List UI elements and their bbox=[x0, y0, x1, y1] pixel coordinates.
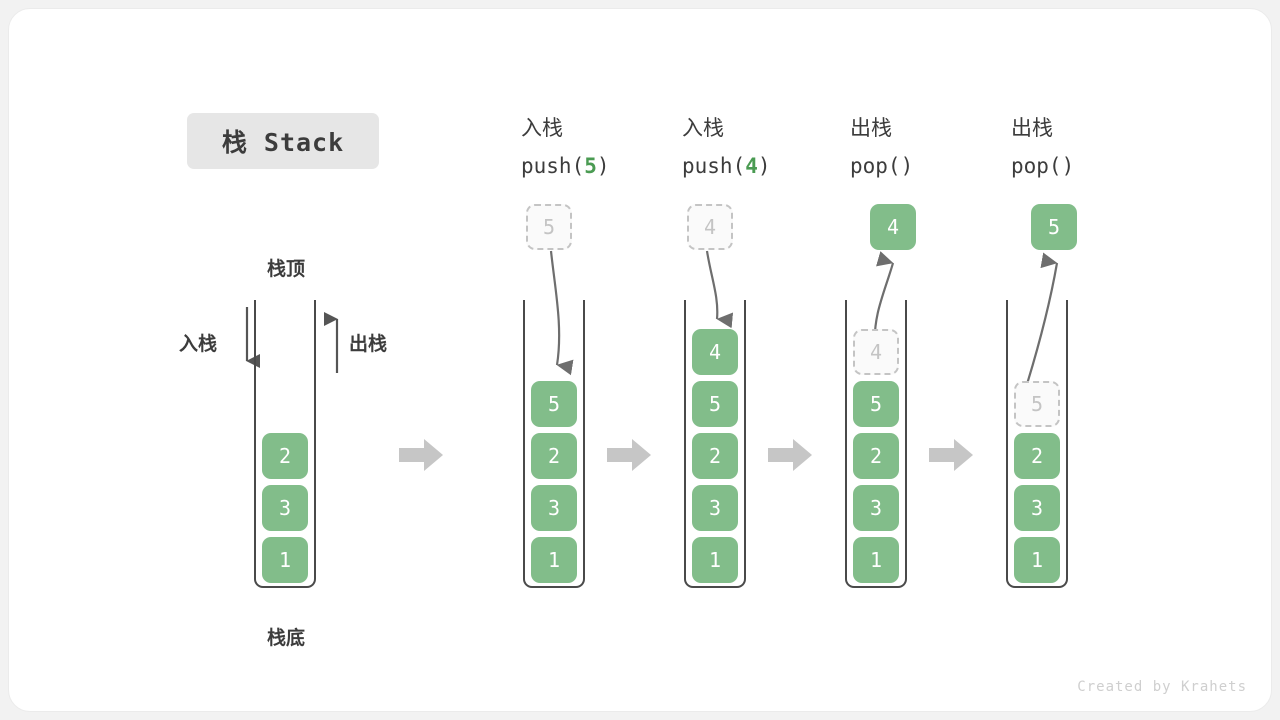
op-code-suffix: ) bbox=[1061, 154, 1075, 178]
popped-ghost-cell: 4 bbox=[853, 329, 899, 375]
stack-frame-pop-1 bbox=[845, 300, 907, 588]
push-legend-label: 入栈 bbox=[179, 333, 218, 355]
op-cn-text: 入栈 bbox=[521, 116, 563, 140]
flow-arrow-icon bbox=[607, 439, 651, 471]
stack-cell: 5 bbox=[692, 381, 738, 427]
stack-cell: 2 bbox=[531, 433, 577, 479]
stack-cell: 3 bbox=[853, 485, 899, 531]
stack-cell: 3 bbox=[692, 485, 738, 531]
stack-cell: 3 bbox=[531, 485, 577, 531]
stack-cell: 2 bbox=[262, 433, 308, 479]
push-motion-arrow bbox=[705, 250, 734, 329]
op-cn-text: 出栈 bbox=[850, 116, 892, 140]
op-code-arg: 4 bbox=[745, 154, 758, 178]
stack-cell: 1 bbox=[531, 537, 577, 583]
stack-cell: 5 bbox=[531, 381, 577, 427]
push-direction-arrow bbox=[245, 307, 261, 369]
incoming-ghost-cell: 4 bbox=[687, 204, 733, 250]
op-code-suffix: ) bbox=[757, 154, 771, 178]
popped-ghost-cell: 5 bbox=[1014, 381, 1060, 427]
op-cn-text: 出栈 bbox=[1011, 116, 1053, 140]
stack-cell: 2 bbox=[692, 433, 738, 479]
diagram-card: 栈 Stack 栈顶 栈底 入栈 出栈 2 3 1 入栈 push(5) bbox=[8, 8, 1272, 712]
op-code-prefix: push( bbox=[521, 154, 585, 178]
watermark: Created by Krahets bbox=[1077, 679, 1247, 695]
stack-cell: 1 bbox=[692, 537, 738, 583]
stack-cell: 1 bbox=[1014, 537, 1060, 583]
stack-cell: 3 bbox=[262, 485, 308, 531]
push-motion-arrow bbox=[549, 250, 574, 376]
flow-arrow-icon bbox=[399, 439, 443, 471]
flow-arrow-icon bbox=[768, 439, 812, 471]
op-label-pop-1: 出栈 pop() bbox=[850, 109, 913, 185]
op-code-suffix: ) bbox=[900, 154, 914, 178]
stack-top-label: 栈顶 bbox=[267, 258, 306, 280]
stack-cell: 2 bbox=[1014, 433, 1060, 479]
op-code-suffix: ) bbox=[596, 154, 610, 178]
op-label-pop-2: 出栈 pop() bbox=[1011, 109, 1074, 185]
stack-frame-pop-2 bbox=[1006, 300, 1068, 588]
stack-frame-push-5 bbox=[523, 300, 585, 588]
stack-cell: 1 bbox=[853, 537, 899, 583]
pop-direction-arrow bbox=[323, 311, 339, 373]
op-code-prefix: push( bbox=[682, 154, 746, 178]
stack-cell: 1 bbox=[262, 537, 308, 583]
stack-cell: 4 bbox=[692, 329, 738, 375]
op-code-prefix: pop( bbox=[850, 154, 901, 178]
stack-frame-push-4 bbox=[684, 300, 746, 588]
stack-cell: 2 bbox=[853, 433, 899, 479]
incoming-ghost-cell: 5 bbox=[526, 204, 572, 250]
stack-cell: 5 bbox=[853, 381, 899, 427]
op-code-prefix: pop( bbox=[1011, 154, 1062, 178]
outgoing-cell: 5 bbox=[1031, 204, 1077, 250]
diagram-stage: 栈 Stack 栈顶 栈底 入栈 出栈 2 3 1 入栈 push(5) bbox=[9, 9, 1271, 711]
pop-legend-label: 出栈 bbox=[349, 333, 388, 355]
stack-frame-initial bbox=[254, 300, 316, 588]
flow-arrow-icon bbox=[929, 439, 973, 471]
op-code-arg: 5 bbox=[584, 154, 597, 178]
op-label-push-4: 入栈 push(4) bbox=[682, 109, 771, 185]
op-cn-text: 入栈 bbox=[682, 116, 724, 140]
stack-cell: 3 bbox=[1014, 485, 1060, 531]
outgoing-cell: 4 bbox=[870, 204, 916, 250]
op-label-push-5: 入栈 push(5) bbox=[521, 109, 610, 185]
title-badge: 栈 Stack bbox=[187, 113, 379, 169]
stack-bottom-label: 栈底 bbox=[267, 627, 306, 649]
